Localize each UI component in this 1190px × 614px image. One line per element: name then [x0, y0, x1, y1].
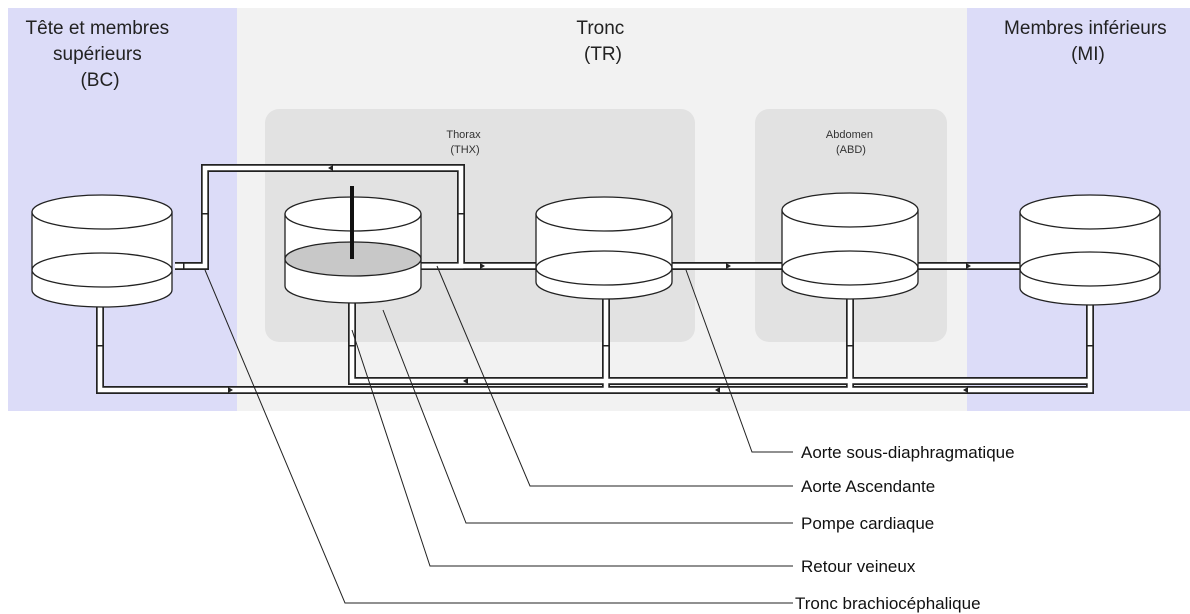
leader-pompe-cardiaque [382, 309, 793, 524]
subzone-abd-title: Abdomen (ABD) [826, 129, 876, 156]
zone-bc-title: Tête et membres supérieurs (BC) [26, 18, 175, 91]
callout-aorte-sous-diaphragmatique: Aorte sous-diaphragmatique [801, 443, 1015, 462]
flow-arrows [97, 165, 1093, 393]
compartment-abd [781, 192, 919, 300]
compartment-bc [31, 194, 173, 308]
callout-tronc-brachiocephalique: Tronc brachiocéphalique [795, 594, 981, 613]
callout-retour-veineux: Retour veineux [801, 557, 916, 576]
pipe-network [96, 164, 1094, 394]
subzone-thx-title: Thorax (THX) [446, 129, 483, 156]
compartment-heart-pump [284, 186, 422, 304]
compartment-mi [1019, 194, 1161, 306]
pump-piston-rod [350, 186, 354, 259]
leader-aorte-sous-diaphragmatique [685, 269, 793, 453]
zone-tr-title: Tronc (TR) [576, 18, 629, 65]
zone-mi-title: Membres inférieurs (MI) [1004, 18, 1172, 65]
leader-retour-veineux [351, 329, 793, 567]
callout-aorte-ascendante: Aorte Ascendante [801, 477, 935, 496]
callout-leaders [204, 265, 793, 604]
callout-pompe-cardiaque: Pompe cardiaque [801, 514, 934, 533]
compartment-thx-aorta [535, 196, 673, 300]
leader-aorte-ascendante [436, 265, 793, 487]
leader-tronc-brachiocephalique [204, 269, 793, 604]
